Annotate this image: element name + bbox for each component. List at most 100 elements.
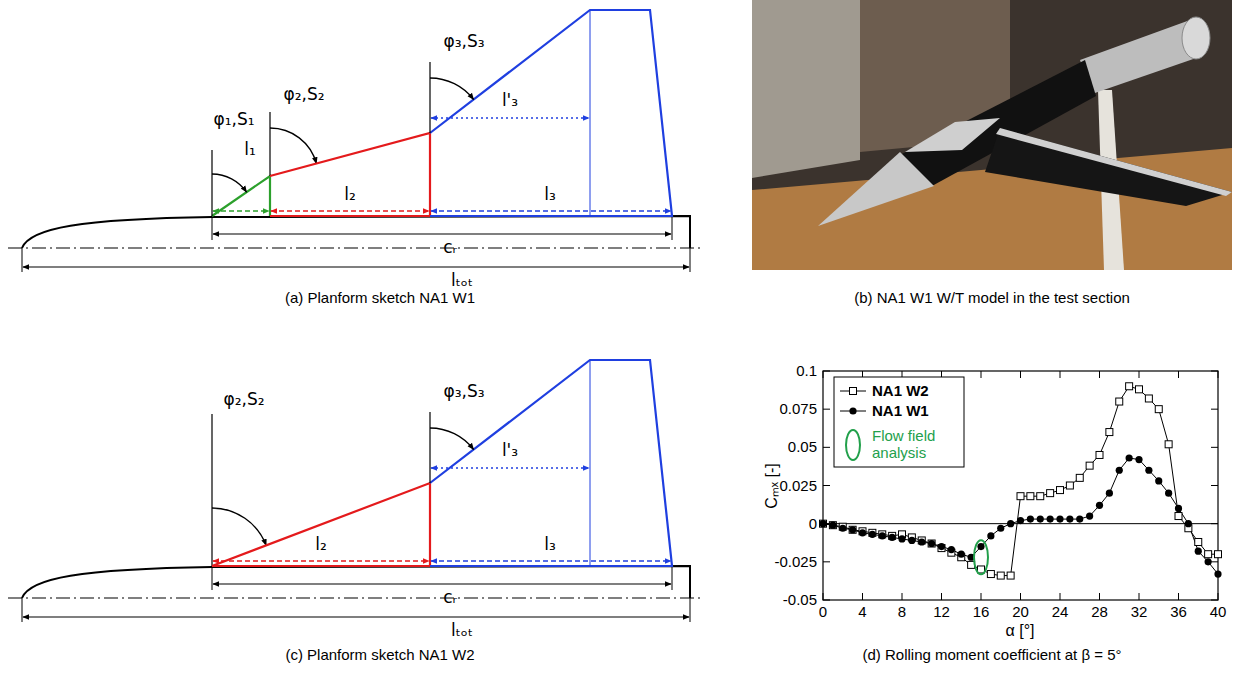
circle-marker [1096,502,1103,509]
circle-marker [928,540,935,547]
tick-label: 0 [819,603,827,620]
circle-marker [948,546,955,553]
dimension-line [431,210,671,211]
circle-marker [829,522,836,529]
tick [1060,593,1061,600]
sting-end [1182,17,1210,59]
tick [1211,561,1218,562]
tick [1099,371,1100,378]
angle-arc [430,78,474,100]
circle-marker [1126,454,1133,461]
dimension-line [213,233,671,234]
circle-marker [898,535,905,542]
axis-title: Cₘₓ [-] [763,463,781,508]
square-marker [1215,551,1222,558]
square-marker [1057,487,1064,494]
tick-label: 0.075 [779,401,817,418]
square-marker [1066,482,1073,489]
tick [1211,485,1218,486]
tick [823,409,830,410]
tick-label: 40 [1210,603,1227,620]
angle-arc [212,508,266,545]
dimension-label: l₁ [244,140,256,160]
circle-marker [987,532,994,539]
dimension-line [271,210,429,211]
dimension-label: lₜₒₜ [451,271,473,291]
square-marker [1047,490,1054,497]
strake-segment [212,176,270,216]
square-marker [1086,462,1093,469]
circle-marker [869,531,876,538]
tick [1020,593,1021,600]
tick-label: 4 [858,603,866,620]
square-marker [1126,383,1133,390]
tick [1060,371,1061,378]
tick-label: 24 [1052,603,1069,620]
series-line [823,386,1218,575]
circle-marker [1086,512,1093,519]
circle-marker [839,525,846,532]
dimension-label: l₂ [344,185,356,205]
circle-marker [1017,517,1024,524]
dimension-label: l'₃ [502,441,518,461]
tick [823,593,824,600]
centerline [8,597,702,598]
extension-line [22,598,23,622]
angle-label: φ₁,S₁ [213,110,254,130]
tick [981,593,982,600]
tick [1211,600,1218,601]
legend-sample-ellipse [846,430,860,460]
square-marker [997,572,1004,579]
near-wing [985,128,1232,206]
reference-line [429,62,430,133]
extension-line [690,248,691,272]
tick-label: 8 [898,603,906,620]
reference-line [211,150,212,216]
tick [823,561,830,562]
tick [823,447,830,448]
circle-marker [1165,490,1172,497]
circle-marker [958,551,965,558]
circle-marker [1037,515,1044,522]
dimension-label: cᵣ [443,238,457,258]
chord-line [590,360,591,566]
circle-marker [1135,456,1142,463]
tick-label: 20 [1012,603,1029,620]
square-marker [1116,398,1123,405]
square-marker [849,526,856,533]
subfigure-caption: (a) Planform sketch NA1 W1 [285,289,475,306]
square-marker [820,520,827,527]
legend-label: NA1 W2 [872,382,929,399]
reference-line [269,112,270,176]
legend-box [834,377,964,467]
angle-label: φ₃,S₃ [443,32,484,52]
tick-label: 16 [973,603,990,620]
dimension-line [213,210,269,211]
tick-label: 0.1 [796,362,817,379]
dimension-label: lₜₒₜ [451,621,473,641]
circle-marker [1106,490,1113,497]
outer-wing-segment [430,10,672,216]
square-marker [1165,441,1172,448]
tick [823,371,824,378]
legend-label: NA1 W1 [872,402,929,419]
tick [823,371,830,372]
circle-marker [1007,520,1014,527]
centerline [8,247,702,248]
angle-arc [212,174,247,192]
dimension-line [213,583,671,584]
square-marker [829,522,836,529]
inner-wing-segment [270,133,430,216]
inner-wing-segment [212,483,430,566]
tick-label: -0.025 [774,553,817,570]
dimension-label: l'₃ [502,91,518,111]
highlight-ellipse [974,540,988,574]
tick [941,593,942,600]
extension-line [672,566,673,590]
tick [1178,371,1179,378]
legend-sample-marker [849,407,856,414]
tick [1211,409,1218,410]
